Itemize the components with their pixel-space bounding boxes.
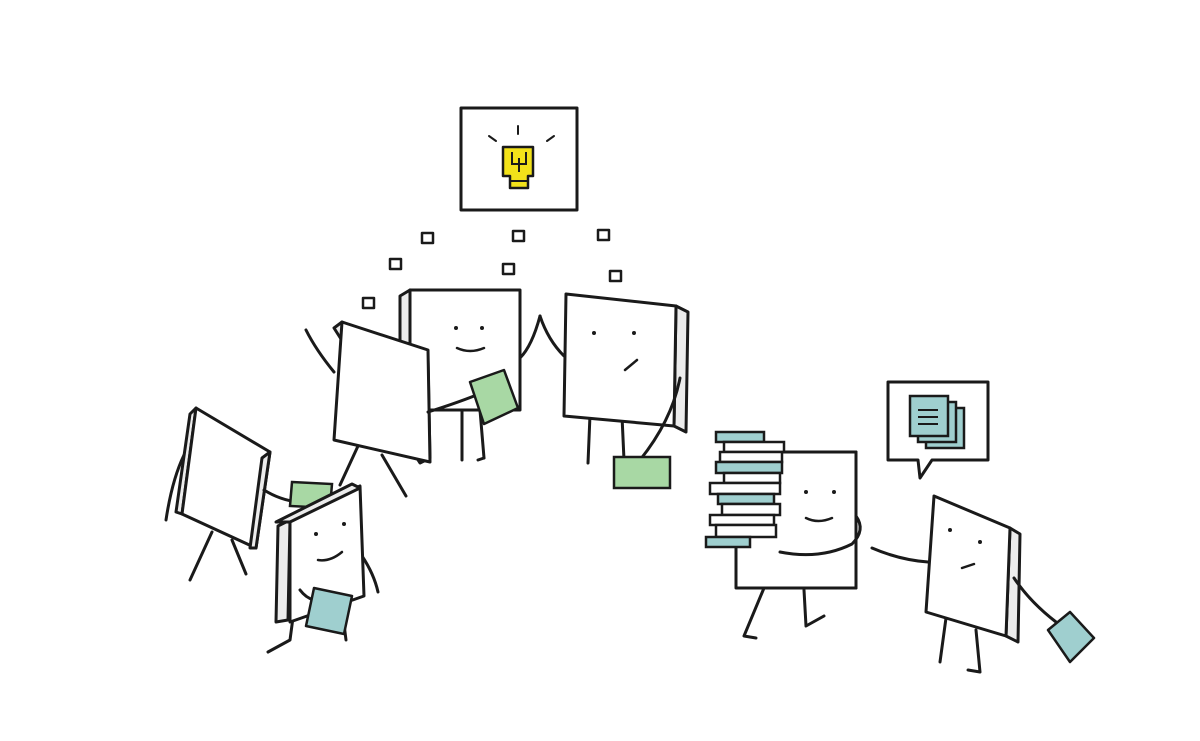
idea-fragments (361, 228, 623, 310)
character-left-tilted (304, 320, 520, 498)
idea-box (459, 106, 579, 212)
character-far-left (164, 406, 334, 582)
character-far-right (870, 494, 1096, 674)
book-stack (704, 430, 786, 549)
lightbulb-icon (488, 125, 555, 190)
speech-bubble (886, 380, 990, 480)
document-stack-icon (908, 394, 966, 450)
character-book-carrier (704, 430, 862, 640)
character-center-right (538, 292, 690, 490)
character-bottom-left (266, 482, 380, 654)
